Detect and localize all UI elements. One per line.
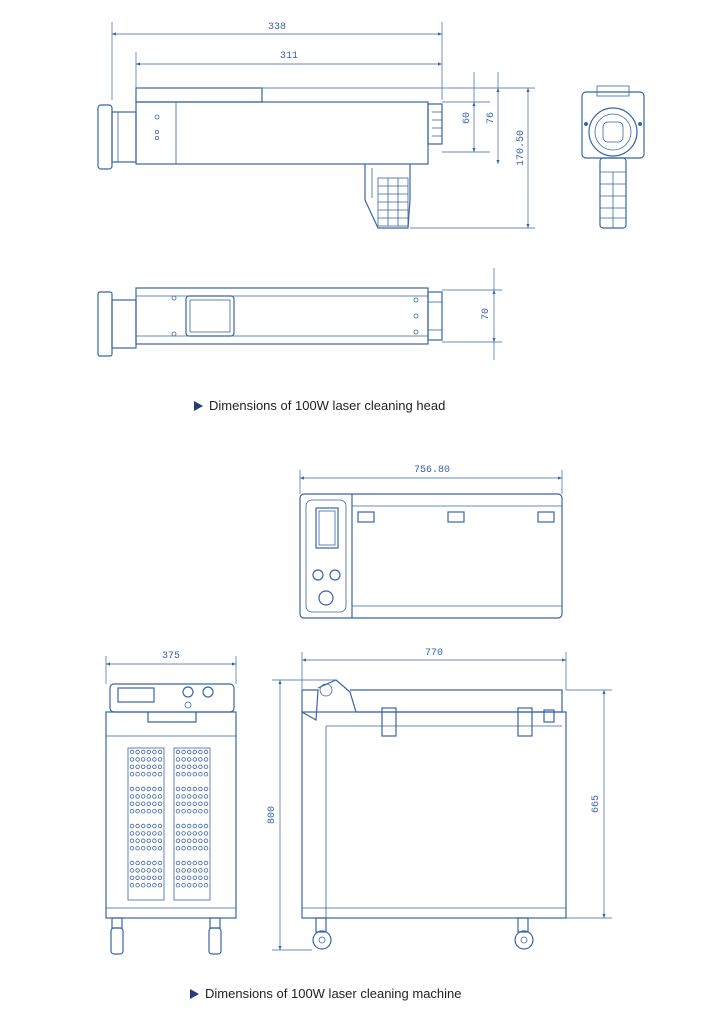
dim-170-50: 170.50 [516, 130, 527, 166]
dim-665: 665 [591, 795, 602, 813]
dim-338: 338 [268, 22, 286, 33]
caption-head: Dimensions of 100W laser cleaning head [194, 398, 445, 413]
dim-375: 375 [162, 651, 180, 662]
machine-top-view: 756.80 [299, 465, 563, 619]
dim-60: 60 [462, 112, 473, 124]
head-front-view [581, 85, 645, 229]
machine-side-view: 770 800 665 [267, 648, 612, 951]
dim-756-80: 756.80 [414, 465, 450, 476]
ventilation-grille [129, 749, 209, 888]
dim-70: 70 [481, 308, 492, 320]
caption-machine-text: Dimensions of 100W laser cleaning machin… [205, 986, 462, 1001]
dim-76: 76 [486, 112, 497, 124]
caption-head-text: Dimensions of 100W laser cleaning head [209, 398, 446, 413]
dim-311: 311 [280, 51, 298, 62]
dim-800: 800 [267, 806, 278, 824]
dim-770: 770 [425, 648, 443, 659]
play-arrow-icon [190, 988, 199, 999]
head-side-view: 338 311 60 76 170.50 [97, 22, 535, 229]
play-arrow-icon [194, 400, 203, 411]
caption-machine: Dimensions of 100W laser cleaning machin… [190, 986, 462, 1001]
machine-front-view: 375 [105, 651, 237, 955]
head-top-view: 70 [97, 268, 502, 360]
